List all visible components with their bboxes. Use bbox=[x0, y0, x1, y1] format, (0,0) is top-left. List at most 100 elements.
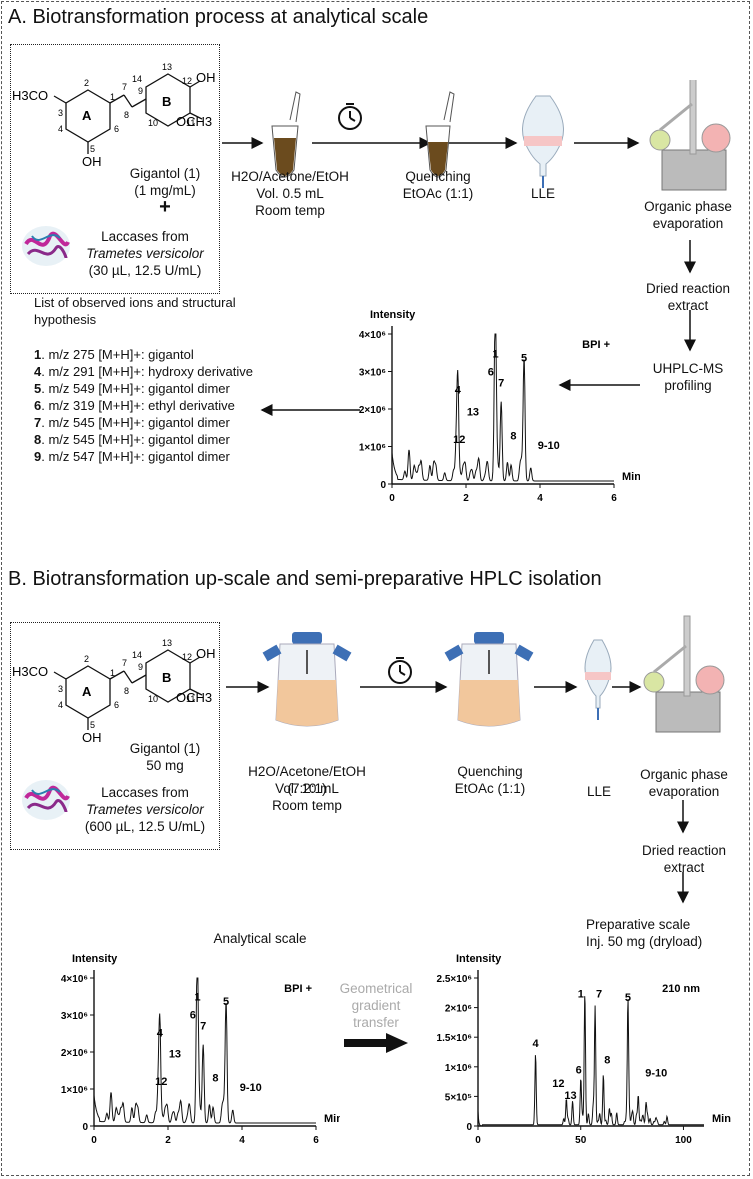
atom-num: 3 bbox=[58, 684, 63, 694]
enzyme-label-a1: Laccases from bbox=[101, 229, 189, 244]
plus-sign: + bbox=[159, 196, 171, 218]
y-tick-label: 1×10⁶ bbox=[445, 1063, 472, 1074]
y-tick-label: 2×10⁶ bbox=[61, 1048, 88, 1059]
x-tick-label: 0 bbox=[91, 1135, 97, 1146]
ion-item: 4. m/z 291 [M+H]+: hydroxy derivative bbox=[34, 364, 253, 379]
x-tick-label: 4 bbox=[239, 1135, 245, 1146]
trace-label: BPI + bbox=[284, 983, 312, 995]
peak-label: 7 bbox=[498, 378, 504, 390]
step2-b-l2: EtOAc (1:1) bbox=[454, 781, 526, 796]
ion-item: 8. m/z 545 [M+H]+: gigantol dimer bbox=[34, 432, 230, 447]
y-tick-label: 3×10⁶ bbox=[359, 368, 386, 379]
atom-num: 4 bbox=[58, 124, 63, 134]
step5-b-l2: extract bbox=[663, 860, 705, 875]
step5-b-l1: Dried reaction bbox=[641, 843, 727, 858]
atom-num: 11 bbox=[186, 118, 195, 128]
peak-label: 12 bbox=[453, 434, 465, 446]
reaction-box-b bbox=[10, 622, 220, 850]
y-tick-label: 3×10⁶ bbox=[61, 1011, 88, 1022]
ions-list: 1. m/z 275 [M+H]+: gigantol 4. m/z 291 [… bbox=[34, 346, 253, 465]
y-tick-label: 2×10⁶ bbox=[445, 1004, 472, 1015]
atom-num: 1 bbox=[110, 92, 115, 102]
laccase-protein-icon bbox=[22, 780, 70, 820]
enzyme-amount-b: (600 µL, 12.5 U/mL) bbox=[84, 819, 206, 834]
y-axis-label: Intensity bbox=[72, 953, 118, 965]
y-tick-label: 1.5×10⁶ bbox=[437, 1033, 472, 1044]
x-tick-label: 4 bbox=[537, 493, 543, 504]
step2-a-l2: EtOAc (1:1) bbox=[402, 186, 474, 201]
peak-label: 12 bbox=[552, 1078, 564, 1090]
workflow-a-graphics bbox=[222, 80, 731, 274]
transfer-label-l2: gradient bbox=[351, 998, 401, 1013]
ions-title-l1: List of observed ions and structural bbox=[34, 295, 236, 310]
peak-label: 8 bbox=[604, 1055, 610, 1067]
ring-a-label: A bbox=[82, 684, 92, 699]
atom-num: 8 bbox=[124, 686, 129, 696]
atom-num: 13 bbox=[162, 638, 172, 648]
rotary-evaporator-icon-b bbox=[643, 615, 725, 733]
gigantol-structure-a: H3CO OH A B OH OCH3 1 2 3 4 5 6 7 8 9 10… bbox=[12, 62, 216, 169]
step5-a-l2: extract bbox=[667, 298, 709, 313]
timer-icon bbox=[338, 103, 362, 130]
peak-label: 13 bbox=[467, 406, 479, 418]
eppendorf-tube-1 bbox=[271, 91, 301, 178]
reactor-flask-1 bbox=[262, 632, 352, 727]
section-a-title: A. Biotransformation process at analytic… bbox=[8, 6, 429, 28]
atom-num: 9 bbox=[138, 86, 143, 96]
atom-num: 5 bbox=[90, 144, 95, 154]
eppendorf-tube-2 bbox=[425, 91, 455, 178]
atom-num: 8 bbox=[124, 110, 129, 120]
peak-label: 12 bbox=[155, 1076, 167, 1088]
peak-label: 6 bbox=[190, 1009, 196, 1021]
x-tick-label: 2 bbox=[463, 493, 469, 504]
step1-a-l3: Room temp bbox=[255, 203, 325, 218]
ring-b-label: B bbox=[162, 670, 171, 685]
peak-label: 9-10 bbox=[645, 1067, 667, 1079]
methoxy-right-label: OCH3 bbox=[176, 114, 212, 129]
atom-num: 6 bbox=[114, 124, 119, 134]
x-tick-label: 2 bbox=[165, 1135, 171, 1146]
separatory-funnel-icon-a bbox=[522, 95, 564, 188]
atom-num: 2 bbox=[84, 654, 89, 664]
y-tick-label: 2×10⁶ bbox=[359, 405, 386, 416]
reactor-flask-2 bbox=[444, 632, 534, 727]
step3-a: LLE bbox=[530, 186, 556, 201]
enzyme-amount-a: (30 µL, 12.5 U/mL) bbox=[88, 263, 202, 278]
analytical-scale-label: Analytical scale bbox=[213, 931, 307, 946]
timer-icon bbox=[388, 657, 412, 684]
step6-a-l1: UHPLC-MS bbox=[652, 361, 724, 376]
atom-num: 9 bbox=[138, 662, 143, 672]
trace-label: BPI + bbox=[582, 339, 610, 351]
x-tick-label: 6 bbox=[313, 1135, 319, 1146]
x-axis-label: Min bbox=[622, 471, 640, 483]
methoxy-right-label: OCH3 bbox=[176, 690, 212, 705]
hydroxy-bottom-label: OH bbox=[82, 730, 102, 745]
step1-b-l3: Room temp bbox=[272, 798, 342, 813]
chromatogram-trace bbox=[477, 996, 704, 1127]
y-tick-label: 0 bbox=[82, 1122, 88, 1133]
peak-label: 1 bbox=[195, 991, 201, 1003]
step4-a-l1: Organic phase bbox=[644, 199, 732, 214]
peak-label: 7 bbox=[596, 989, 602, 1001]
ion-item: 6. m/z 319 [M+H]+: ethyl derivative bbox=[34, 398, 235, 413]
step1-a-l1: H2O/Acetone/EtOH bbox=[231, 169, 349, 184]
transfer-arrow-icon bbox=[344, 1033, 408, 1053]
workflow-b-graphics bbox=[226, 615, 725, 904]
atom-num: 14 bbox=[132, 74, 142, 84]
x-tick-label: 0 bbox=[389, 493, 395, 504]
methoxy-left-label: H3CO bbox=[12, 88, 48, 103]
atom-num: 10 bbox=[148, 118, 158, 128]
enzyme-label-b1: Laccases from bbox=[101, 785, 189, 800]
section-b-title: B. Biotransformation up-scale and semi-p… bbox=[8, 568, 602, 590]
peak-label: 7 bbox=[200, 1021, 206, 1033]
y-tick-label: 4×10⁶ bbox=[61, 974, 88, 985]
atom-num: 5 bbox=[90, 720, 95, 730]
peak-label: 8 bbox=[510, 430, 516, 442]
y-axis-label: Intensity bbox=[456, 953, 502, 965]
step6-b-l1: Preparative scale bbox=[586, 917, 691, 932]
step6-a-l2: profiling bbox=[664, 378, 712, 393]
peak-label: 5 bbox=[521, 352, 527, 364]
methoxy-left-label: H3CO bbox=[12, 664, 48, 679]
atom-num: 7 bbox=[122, 82, 127, 92]
